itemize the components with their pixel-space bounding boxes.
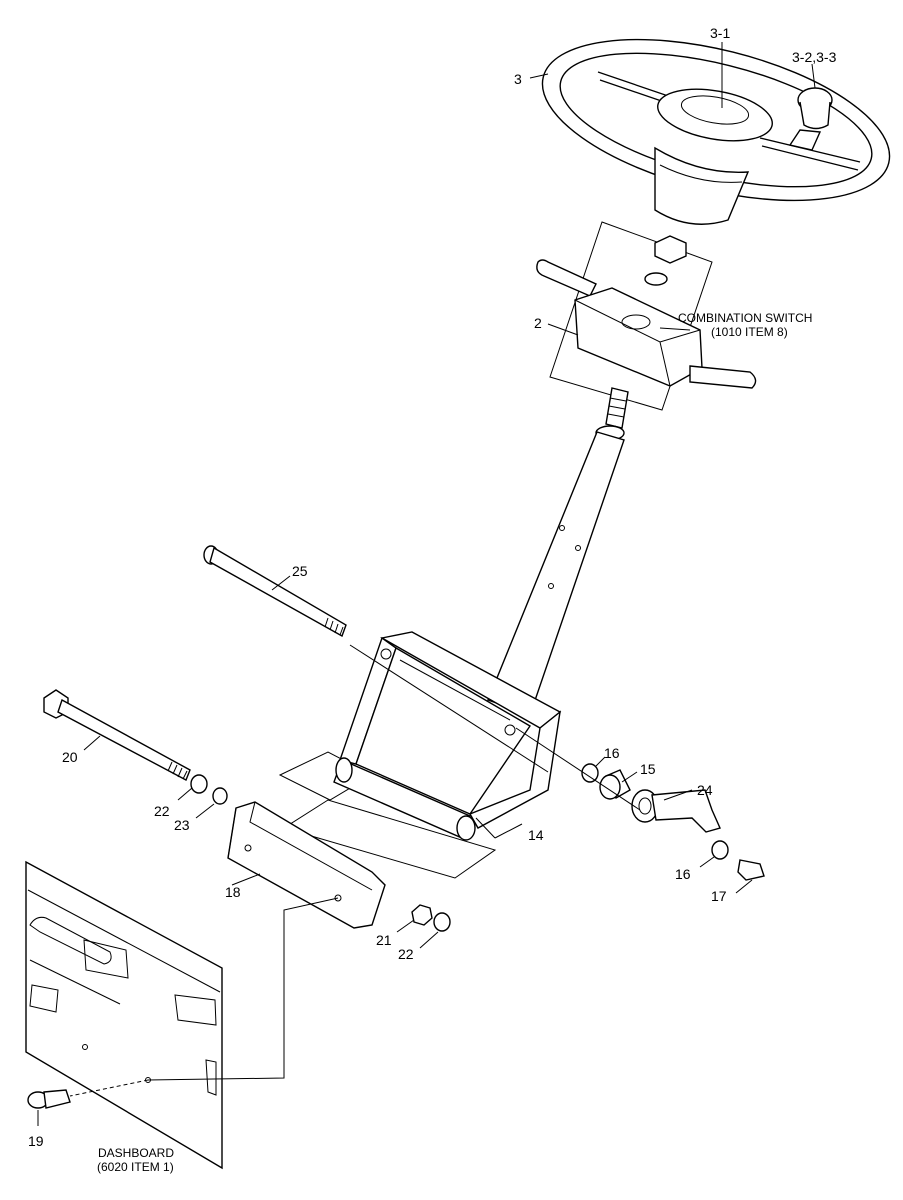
- dashboard: [25, 860, 223, 1170]
- base-plate-outline: [282, 799, 497, 879]
- label-23: 23: [174, 817, 190, 833]
- label-16-upper: 16: [604, 745, 620, 761]
- label-18: 18: [225, 884, 241, 900]
- bolt-25: [203, 545, 347, 638]
- label-2: 2: [534, 315, 542, 331]
- label-3: 3: [514, 71, 522, 87]
- washer-16-lower: [711, 840, 729, 860]
- label-3-1: 3-1: [710, 25, 730, 41]
- label-22-right: 22: [398, 946, 414, 962]
- mounting-bracket: [278, 631, 562, 841]
- label-3-2-3-3: 3-2,3-3: [792, 49, 837, 65]
- washer-16-upper: [581, 763, 599, 783]
- bolt-17: [737, 859, 765, 881]
- label-22-left: 22: [154, 803, 170, 819]
- label-25: 25: [292, 563, 308, 579]
- label-17: 17: [711, 888, 727, 904]
- washer-22-left: [190, 774, 208, 794]
- label-15: 15: [640, 761, 656, 777]
- screw-19: [27, 1089, 71, 1109]
- combination-switch: [536, 221, 757, 411]
- arm-24: [631, 789, 721, 833]
- washer-22-right: [433, 912, 451, 932]
- plate-18: [227, 801, 386, 929]
- combination-switch-note-line1: COMBINATION SWITCH: [678, 311, 812, 325]
- label-14: 14: [528, 827, 544, 843]
- steering-wheel: [541, 38, 891, 225]
- label-16-lower: 16: [675, 866, 691, 882]
- label-21: 21: [376, 932, 392, 948]
- label-20: 20: [62, 749, 78, 765]
- combination-switch-note-line2: (1010 ITEM 8): [711, 325, 788, 339]
- dashboard-note-line2: (6020 ITEM 1): [97, 1160, 174, 1174]
- dashboard-note-line1: DASHBOARD: [98, 1146, 174, 1160]
- label-24: 24: [697, 782, 713, 798]
- bushing-15: [599, 769, 631, 800]
- bolt-20: [43, 689, 191, 781]
- washer-23: [212, 787, 228, 805]
- leader-lines: [37, 42, 816, 1126]
- nut-21: [411, 904, 433, 926]
- label-19: 19: [28, 1133, 44, 1149]
